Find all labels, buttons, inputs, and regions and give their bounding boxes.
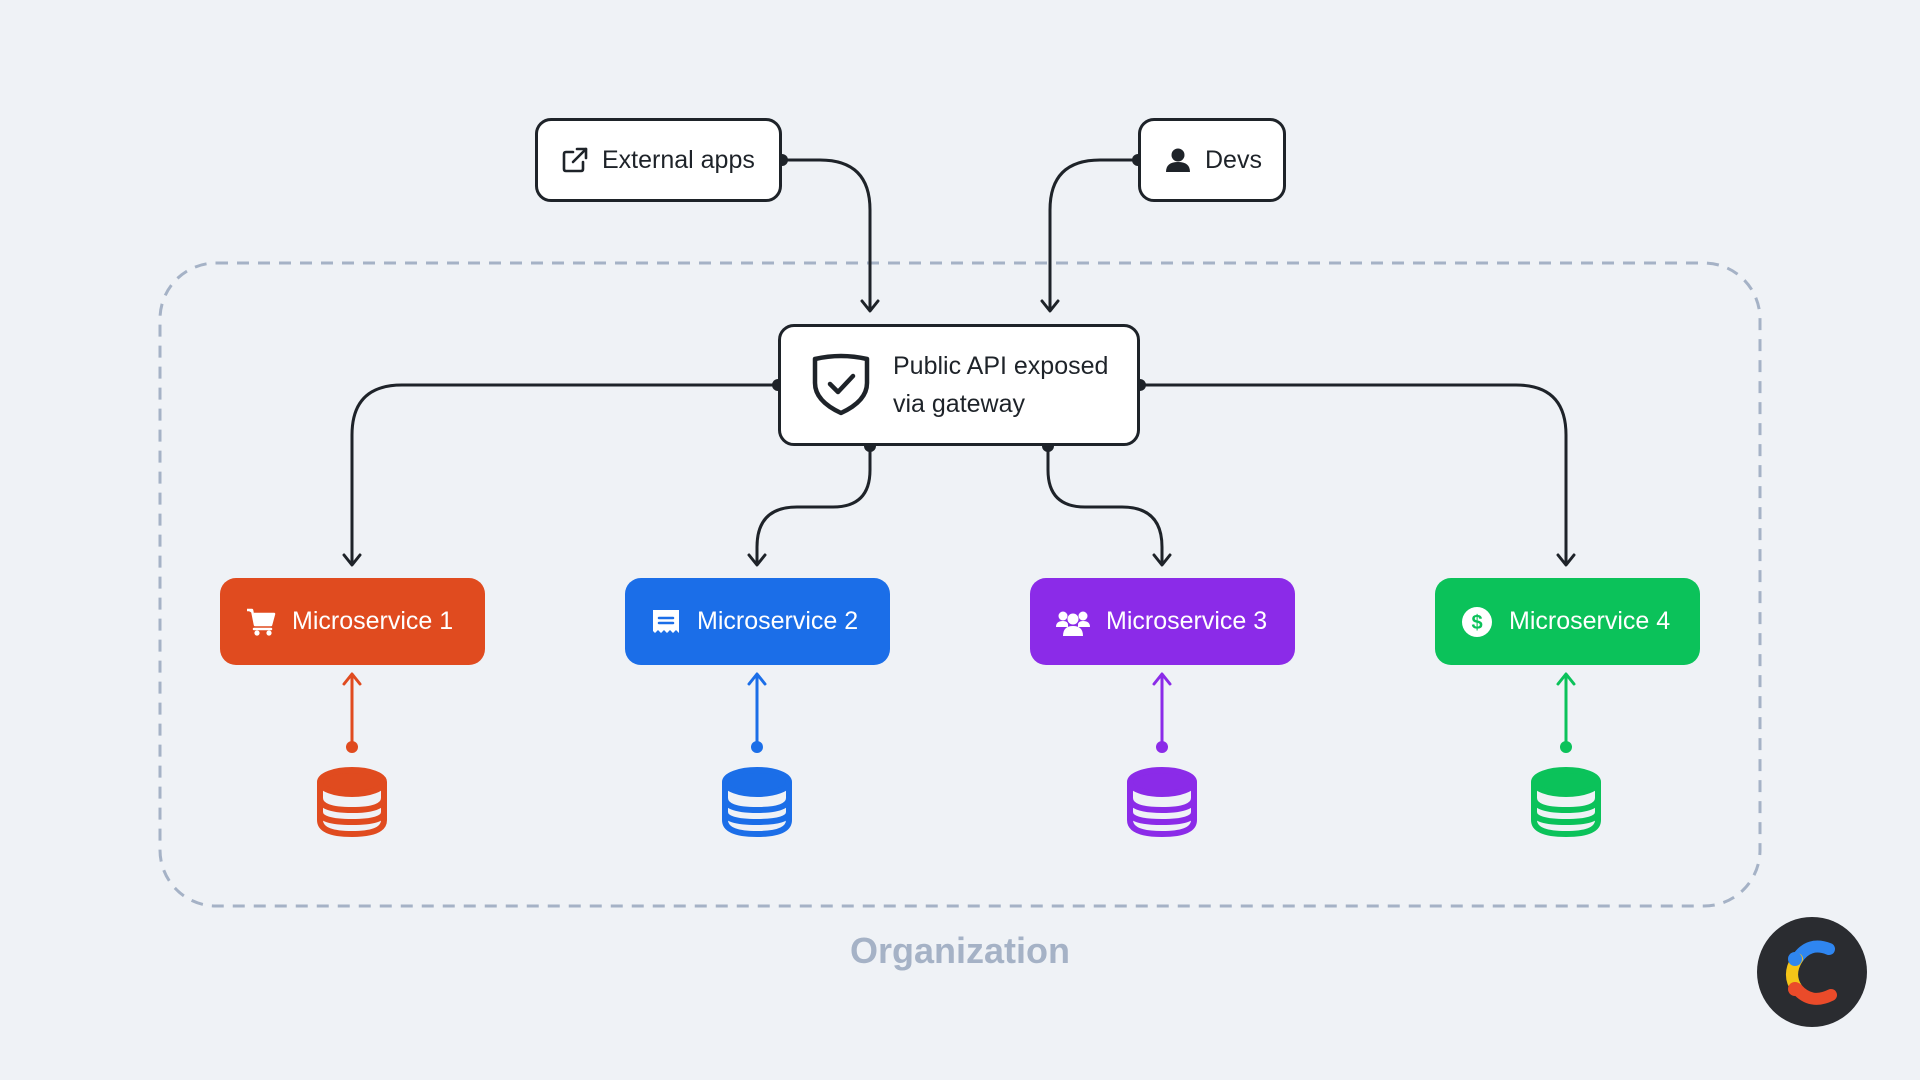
connector-database-3-to-microservice-3 — [1152, 672, 1172, 753]
contentful-logo — [1757, 917, 1867, 1027]
microservice-3-node: Microservice 3 — [1030, 578, 1295, 665]
database-icon — [317, 767, 387, 838]
microservice-1-node: Microservice 1 — [220, 578, 485, 665]
microservice-4-node: $ Microservice 4 — [1435, 578, 1700, 665]
shield-check-icon — [811, 353, 871, 417]
users-icon — [1056, 607, 1090, 637]
connector-database-4-to-microservice-4 — [1556, 672, 1576, 753]
connector-database-1-to-microservice-1 — [342, 672, 362, 753]
database-icon — [1127, 767, 1197, 838]
organization-label: Organization — [849, 930, 1070, 971]
connector-gateway-to-microservice-3 — [1042, 440, 1172, 567]
microservice-2-label: Microservice 2 — [697, 607, 859, 635]
shopping-cart-icon — [246, 607, 276, 637]
database-icon — [722, 767, 792, 838]
microservice-1-label: Microservice 1 — [292, 607, 454, 635]
connector-gateway-to-microservice-1 — [342, 379, 784, 567]
microservice-3-label: Microservice 3 — [1106, 607, 1268, 635]
database-icon — [1531, 767, 1601, 838]
connector-gateway-to-microservice-4 — [1134, 379, 1576, 567]
external-apps-label: External apps — [602, 145, 755, 174]
external-apps-node: External apps — [535, 118, 782, 202]
devs-node: Devs — [1138, 118, 1286, 202]
connector-gateway-to-microservice-2 — [747, 440, 876, 567]
organization-boundary — [158, 261, 1762, 908]
gateway-label-line-2: via gateway — [893, 390, 1026, 418]
connector-external-apps-to-gateway — [776, 154, 880, 313]
gateway-label-line-1: Public API exposed — [893, 352, 1109, 380]
dollar-coin-icon: $ — [1461, 606, 1493, 638]
svg-text:$: $ — [1471, 612, 1482, 634]
microservice-2-node: Microservice 2 — [625, 578, 890, 665]
receipt-icon — [651, 607, 681, 637]
connector-database-2-to-microservice-2 — [747, 672, 767, 753]
devs-label: Devs — [1205, 145, 1262, 174]
connector-devs-to-gateway — [1040, 154, 1144, 313]
microservice-4-label: Microservice 4 — [1509, 607, 1671, 635]
api-gateway-node: Public API exposed via gateway — [778, 324, 1140, 446]
user-icon — [1165, 147, 1191, 173]
external-link-icon — [562, 147, 588, 173]
